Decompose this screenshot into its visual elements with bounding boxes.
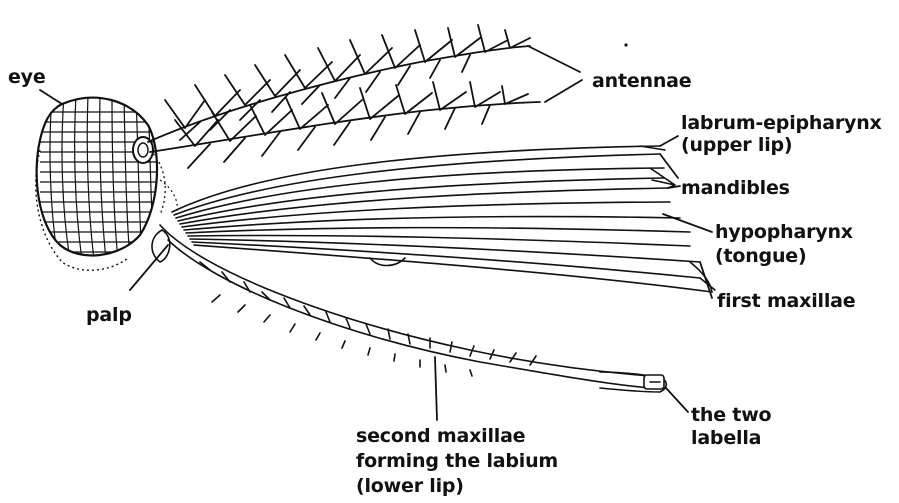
label-labrum-epipharynx: labrum-epipharynx (681, 112, 882, 134)
antennae-drawing (148, 25, 540, 168)
label-tongue: (tongue) (715, 245, 806, 267)
speck (624, 43, 627, 46)
label-eye: eye (8, 66, 46, 88)
label-forming-the-labium: forming the labium (356, 450, 558, 472)
label-the-two: the two (691, 404, 771, 426)
compound-eye (36, 95, 178, 270)
label-first-maxillae: first maxillae (717, 290, 855, 312)
label-mandibles: mandibles (681, 177, 790, 199)
label-antennae: antennae (592, 70, 691, 92)
label-hypopharynx: hypopharynx (715, 221, 853, 243)
label-palp: palp (86, 304, 132, 326)
label-second-maxillae: second maxillae (356, 425, 525, 447)
label-labella: labella (691, 427, 761, 449)
mouthparts-bundle (172, 146, 715, 292)
labium-drawing (152, 225, 666, 392)
label-upper-lip: (upper lip) (681, 134, 792, 156)
label-lower-lip: (lower lip) (356, 475, 464, 497)
